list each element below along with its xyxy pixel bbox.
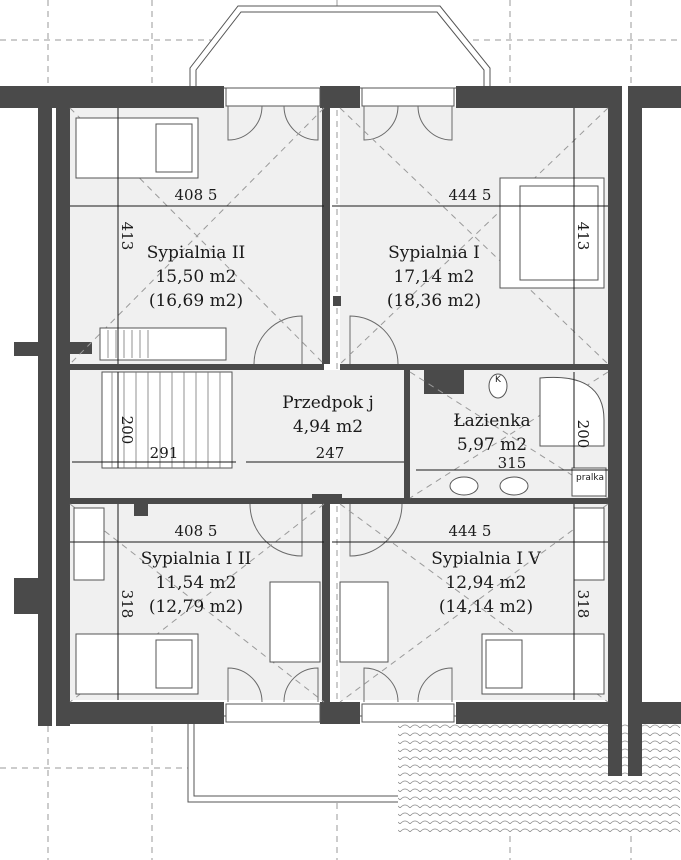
room-label-bedroom-4: Sypialnia I V 12,94 m2 (14,14 m2): [431, 549, 541, 617]
walls: [0, 86, 681, 776]
bay-window-top: [189, 5, 491, 89]
room-area: 12,94 m2: [445, 573, 526, 593]
room-name: Sypialnia I II: [141, 549, 252, 569]
toilet-mark: K: [495, 375, 502, 385]
dim-bath-height: 200: [574, 420, 592, 449]
dim-top-right-width: 444 5: [449, 186, 492, 204]
laundry-label: pralka: [576, 473, 604, 483]
dim-hall-width: 247: [316, 444, 345, 462]
room-label-bedroom-1: Sypialnia I 17,14 m2 (18,36 m2): [387, 243, 481, 311]
room-label-hall: Przedpok j 4,94 m2: [282, 393, 374, 437]
dimension-lines: [70, 108, 608, 700]
room-name: Przedpok j: [282, 393, 374, 413]
room-name: Sypialnia II: [147, 243, 246, 263]
dim-right-height-top: 413: [574, 222, 592, 251]
dim-stair-width: 291: [150, 444, 179, 462]
dim-stair-height: 200: [118, 416, 136, 445]
windows-doors: [225, 87, 455, 723]
room-area: 4,94 m2: [293, 417, 363, 437]
room-area-total: (18,36 m2): [387, 291, 481, 311]
room-name: Sypialnia I V: [431, 549, 541, 569]
dim-bath-width: 315: [498, 454, 527, 472]
dim-bottom-left-width: 408 5: [175, 522, 218, 540]
room-area-total: (14,14 m2): [439, 597, 533, 617]
room-area: 5,97 m2: [457, 435, 527, 455]
dimension-labels: 408 5 444 5 413 413 200 291 247 315 200 …: [118, 186, 592, 618]
dim-left-height-bottom: 318: [118, 590, 136, 619]
room-label-bathroom: Łazienka 5,97 m2: [453, 411, 530, 455]
dim-left-height-top: 413: [118, 222, 136, 251]
room-area-total: (16,69 m2): [149, 291, 243, 311]
room-name: Sypialnia I: [388, 243, 480, 263]
room-area: 11,54 m2: [155, 573, 236, 593]
room-label-bedroom-2: Sypialnia II 15,50 m2 (16,69 m2): [147, 243, 246, 311]
dim-top-left-width: 408 5: [175, 186, 218, 204]
room-area-total: (12,79 m2): [149, 597, 243, 617]
room-name: Łazienka: [453, 411, 530, 431]
furniture: [73, 117, 607, 695]
room-label-bedroom-3: Sypialnia I II 11,54 m2 (12,79 m2): [141, 549, 252, 617]
room-area: 15,50 m2: [155, 267, 236, 287]
dim-bottom-right-width: 444 5: [449, 522, 492, 540]
room-area: 17,14 m2: [393, 267, 474, 287]
dim-right-height-bottom: 318: [574, 590, 592, 619]
